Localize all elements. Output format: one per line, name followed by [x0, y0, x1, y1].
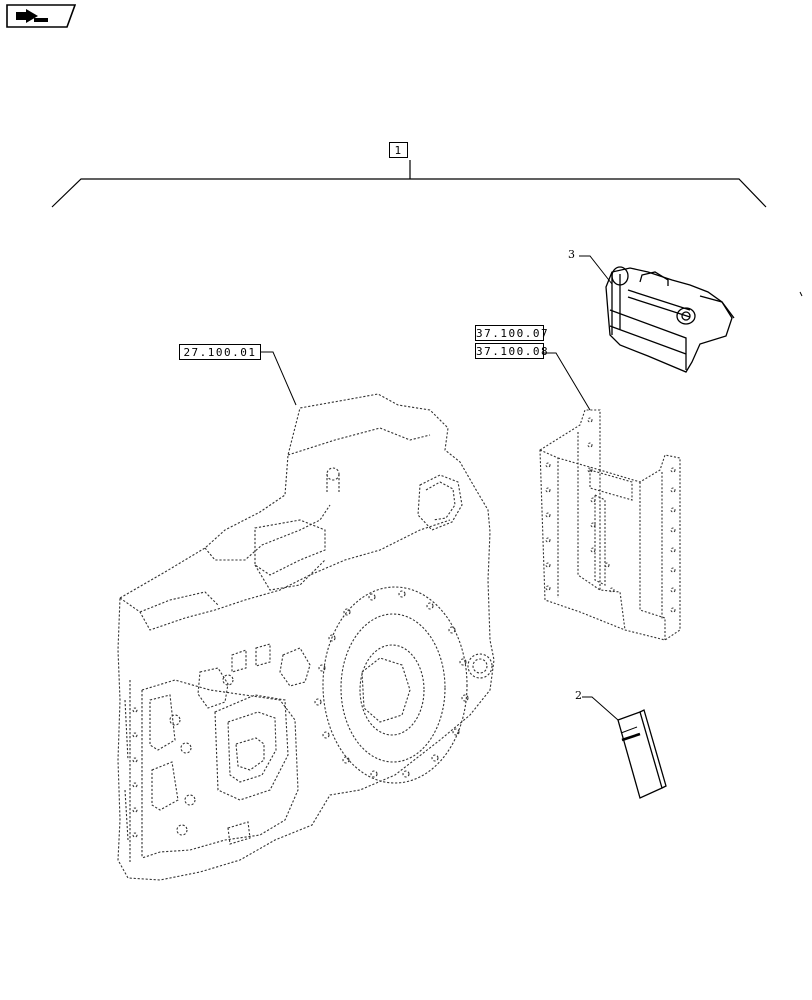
stray-mark — [799, 291, 803, 297]
ref-link-label: 37.100.07 — [476, 327, 550, 340]
ref-link-label: 37.100.08 — [476, 345, 550, 358]
ref-link-hitch-b[interactable]: 37.100.08 — [475, 343, 548, 359]
assembly-item-label: 1 — [394, 144, 403, 157]
clevis-part — [605, 266, 735, 373]
operator-manual — [617, 709, 667, 799]
callout-number-manual: 2 — [575, 689, 582, 702]
hitch-frame — [539, 409, 681, 641]
ref-link-hitch-a[interactable]: 37.100.07 — [475, 325, 548, 341]
ref-link-transmission[interactable]: 27.100.01 — [179, 344, 261, 360]
leader-lines — [261, 255, 619, 721]
ref-link-label: 27.100.01 — [183, 346, 257, 359]
transmission-housing — [117, 393, 495, 881]
assembly-bracket — [51, 160, 767, 208]
back-to-index-icon[interactable] — [4, 4, 77, 28]
callout-number-clevis: 3 — [568, 248, 575, 261]
assembly-item-box[interactable]: 1 — [389, 142, 408, 158]
